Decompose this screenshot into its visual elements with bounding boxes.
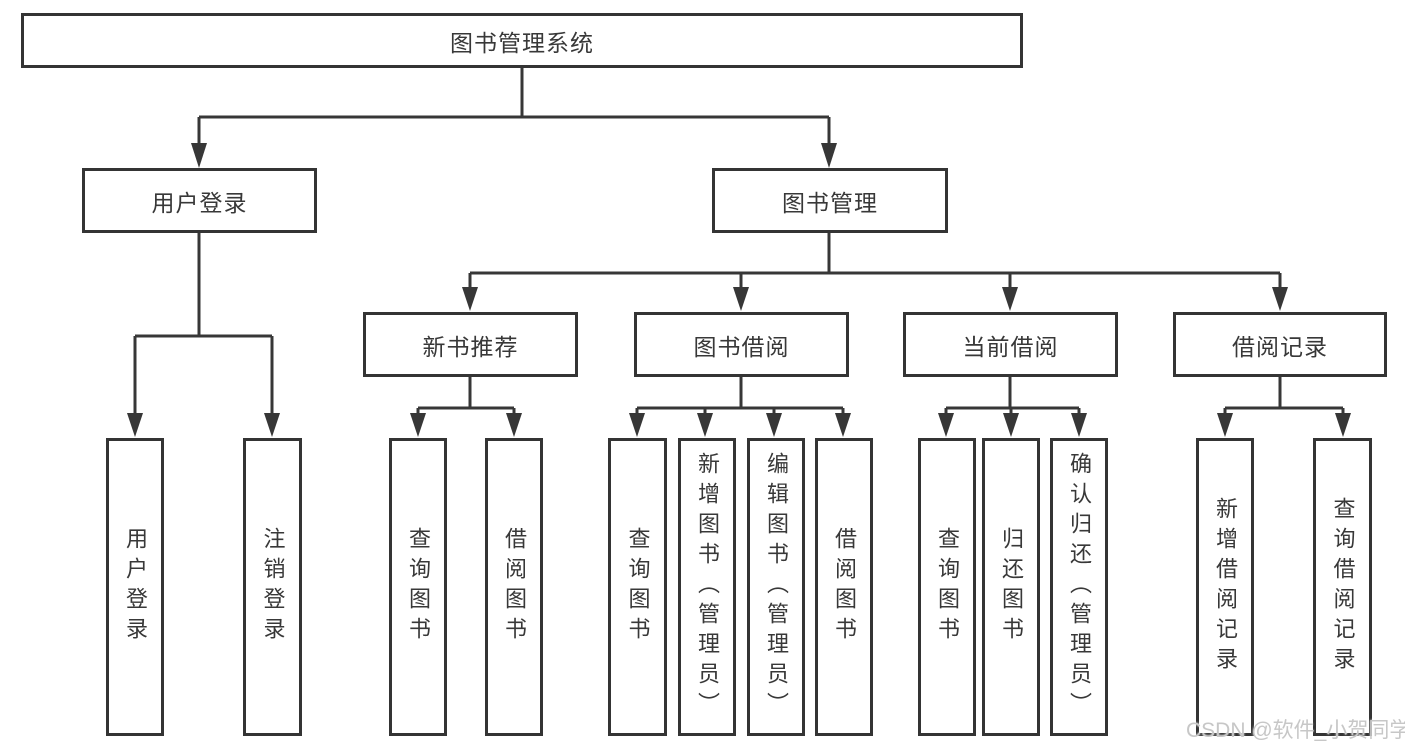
connector-new-book-recommend-children xyxy=(410,377,522,437)
leaf-query-borrow-record: 查询借阅记录 xyxy=(1313,438,1372,736)
connector-user-login-children xyxy=(127,233,280,437)
leaf-query-books-borrowing: 查询图书 xyxy=(608,438,667,736)
leaf-add-borrow-record: 新增借阅记录 xyxy=(1196,438,1254,736)
node-label: 用户登录 xyxy=(151,189,248,216)
csdn-watermark: CSDN @软件_小贺同学 xyxy=(1186,719,1405,742)
node-current-borrowing: 当前借阅 xyxy=(903,312,1118,377)
arrowhead xyxy=(766,413,782,437)
node-label: 当前借阅 xyxy=(962,333,1059,360)
node-label: 借阅记录 xyxy=(1232,333,1328,360)
arrowhead xyxy=(264,413,280,437)
node-label: 新增图书（管理员） xyxy=(695,452,720,722)
arrowhead xyxy=(733,287,749,311)
node-label: 归还图书 xyxy=(999,527,1024,647)
node-label: 图书管理 xyxy=(782,189,878,216)
arrowhead xyxy=(1071,413,1087,437)
leaf-confirm-return-admin: 确认归还（管理员） xyxy=(1050,438,1108,736)
arrowhead xyxy=(462,287,478,311)
arrowhead xyxy=(697,413,713,437)
leaf-return-book: 归还图书 xyxy=(982,438,1040,736)
arrowhead xyxy=(1272,287,1288,311)
arrowhead xyxy=(127,413,143,437)
leaf-borrow-books-recommend: 借阅图书 xyxy=(485,438,543,736)
arrowhead xyxy=(629,413,645,437)
node-label: 图书管理系统 xyxy=(450,29,594,56)
node-label: 查询图书 xyxy=(625,527,651,647)
node-user-login: 用户登录 xyxy=(82,168,317,233)
node-label: 借阅图书 xyxy=(502,527,527,647)
node-label: 注销登录 xyxy=(260,527,286,647)
arrowhead xyxy=(1335,413,1351,437)
arrowhead xyxy=(821,143,837,168)
arrowhead xyxy=(938,413,954,437)
leaf-user-login: 用户登录 xyxy=(106,438,164,736)
arrowhead xyxy=(191,143,207,168)
leaf-query-books-current: 查询图书 xyxy=(918,438,976,736)
leaf-edit-book-admin: 编辑图书（管理员） xyxy=(747,438,805,736)
node-book-borrowing: 图书借阅 xyxy=(634,312,849,377)
arrowhead xyxy=(835,413,851,437)
node-label: 查询图书 xyxy=(935,527,960,647)
node-label: 确认归还（管理员） xyxy=(1067,452,1092,722)
connector-book-borrowing-children xyxy=(629,377,851,437)
node-label: 查询借阅记录 xyxy=(1330,497,1356,677)
arrowhead xyxy=(506,413,522,437)
arrowhead xyxy=(410,413,426,437)
arrowhead xyxy=(1002,287,1018,311)
node-root-system: 图书管理系统 xyxy=(21,13,1023,68)
leaf-query-books-recommend: 查询图书 xyxy=(389,438,447,736)
leaf-borrow-books-borrowing: 借阅图书 xyxy=(815,438,873,736)
node-label: 图书借阅 xyxy=(693,333,790,360)
node-label: 新书推荐 xyxy=(422,333,519,360)
arrowhead xyxy=(1217,413,1233,437)
node-label: 用户登录 xyxy=(123,527,148,647)
node-label: 新增借阅记录 xyxy=(1213,497,1238,677)
node-label: 查询图书 xyxy=(406,527,431,647)
connector-current-borrowing-children xyxy=(938,377,1087,437)
leaf-add-book-admin: 新增图书（管理员） xyxy=(678,438,736,736)
node-new-book-recommend: 新书推荐 xyxy=(363,312,578,377)
arrowhead xyxy=(1003,413,1019,437)
connector-root-to-level2 xyxy=(191,68,837,168)
node-book-management: 图书管理 xyxy=(712,168,948,233)
leaf-logout-login: 注销登录 xyxy=(243,438,302,736)
node-label: 编辑图书（管理员） xyxy=(764,452,789,722)
connector-borrow-records-children xyxy=(1217,377,1351,437)
connector-book-management-to-level3 xyxy=(462,233,1288,311)
node-borrow-records: 借阅记录 xyxy=(1173,312,1387,377)
node-label: 借阅图书 xyxy=(832,527,857,647)
